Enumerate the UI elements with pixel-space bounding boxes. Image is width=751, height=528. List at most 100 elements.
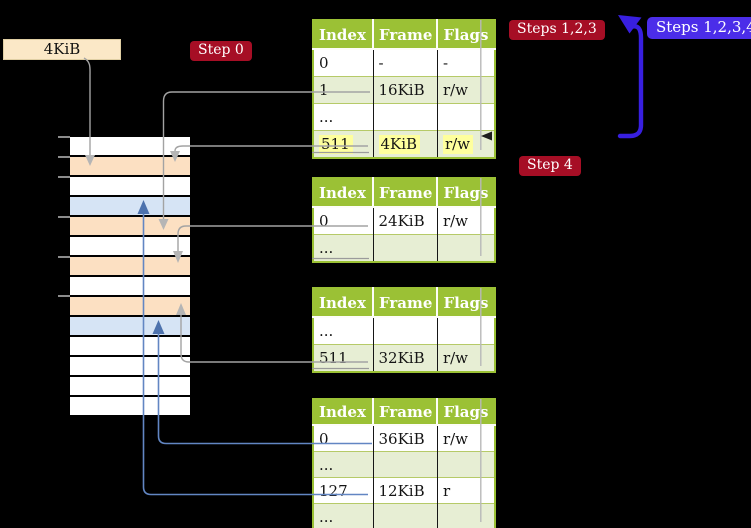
table-cell: 0 [313, 49, 374, 77]
table-row: ... [313, 103, 496, 131]
column-header: Flags [437, 399, 496, 426]
table-cell [437, 317, 496, 345]
column-header: Index [313, 20, 374, 50]
table-cell: - [437, 49, 496, 77]
table-cell: r/w [437, 344, 496, 372]
table-cell: 511 [313, 130, 374, 158]
table-row: 511 4KiB r/w [313, 130, 496, 158]
memory-cell-blue [70, 197, 190, 215]
memory-cell-white [70, 237, 190, 255]
memory-cell-peach [70, 157, 190, 175]
memory-cell-peach [70, 257, 190, 275]
column-header: Index [313, 399, 374, 426]
memory-cell-white [70, 357, 190, 375]
column-header: Flags [437, 20, 496, 50]
address-tick [58, 216, 70, 218]
memory-cell-peach [70, 297, 190, 315]
memory-cell-white [70, 377, 190, 395]
table-cell: ... [313, 234, 374, 262]
table-cell: 511 [313, 344, 374, 372]
column-header: Frame [373, 288, 439, 318]
table-cell: 16KiB [373, 76, 438, 104]
steps-arrow-shaft [617, 24, 644, 139]
table-cell: ... [313, 503, 374, 528]
table-cell: ... [313, 103, 374, 131]
table-row: ... [313, 317, 496, 345]
table-cell [437, 451, 496, 478]
table-cell: r/w [437, 425, 496, 452]
column-header: Flags [437, 178, 496, 208]
column-header: Frame [373, 20, 439, 50]
steps-arrow-head-icon [618, 15, 642, 34]
address-tick [58, 136, 70, 138]
column-header: Flags [437, 288, 496, 318]
table-cell: r/w [437, 76, 496, 104]
column-header: Index [313, 178, 374, 208]
table-cell: r [437, 477, 496, 504]
table-cell [373, 317, 438, 345]
steps-arrow [617, 15, 644, 139]
badge-steps1234: Steps 1,2,3,4 [647, 17, 751, 39]
table-cell: r/w [437, 130, 496, 158]
physical-memory-column [70, 137, 190, 415]
table-cell: 0 [313, 425, 374, 452]
address-tick [58, 176, 70, 178]
table-cell: 127 [313, 477, 374, 504]
column-header: Frame [373, 399, 439, 426]
table-cell: 4KiB [373, 130, 438, 158]
memory-cell-white [70, 177, 190, 195]
table-cell [373, 503, 438, 528]
address-tick [58, 256, 70, 258]
table-cell: ... [313, 317, 374, 345]
column-header: Frame [373, 178, 439, 208]
table-row: ... [313, 234, 496, 262]
address-tick [58, 295, 70, 297]
table-cell [437, 103, 496, 131]
table-cell: 1 [313, 76, 374, 104]
table-cell: 12KiB [373, 477, 438, 504]
table-cell: 0 [313, 207, 374, 235]
memory-cell-blue [70, 317, 190, 335]
highlighted-value: r/w [442, 135, 474, 154]
table-row: 0-- [313, 49, 496, 77]
table-cell [373, 103, 438, 131]
table-cell: ... [313, 451, 374, 478]
table-cell: r/w [437, 207, 496, 235]
table-cell: - [373, 49, 438, 77]
badge-steps123: Steps 1,2,3 [509, 20, 605, 40]
frame-size-label: 4KiB [3, 39, 121, 60]
table-cell: 32KiB [373, 344, 438, 372]
memory-cell-white [70, 277, 190, 295]
highlighted-value: 511 [319, 135, 353, 154]
memory-cell-white [70, 337, 190, 355]
memory-cell-peach [70, 217, 190, 235]
table-row: ... [313, 451, 496, 478]
table-cell [437, 503, 496, 528]
table-row: ... [313, 503, 496, 528]
memory-cell-white [70, 137, 190, 155]
memory-cell-white [70, 397, 190, 415]
table-cell [373, 234, 438, 262]
address-tick [58, 156, 70, 158]
badge-step4: Step 4 [519, 156, 581, 176]
badge-step0: Step 0 [190, 41, 252, 61]
table-cell: 36KiB [373, 425, 438, 452]
highlighted-value: 4KiB [378, 135, 421, 154]
column-header: Index [313, 288, 374, 318]
table-cell [373, 451, 438, 478]
table-cell: 24KiB [373, 207, 438, 235]
